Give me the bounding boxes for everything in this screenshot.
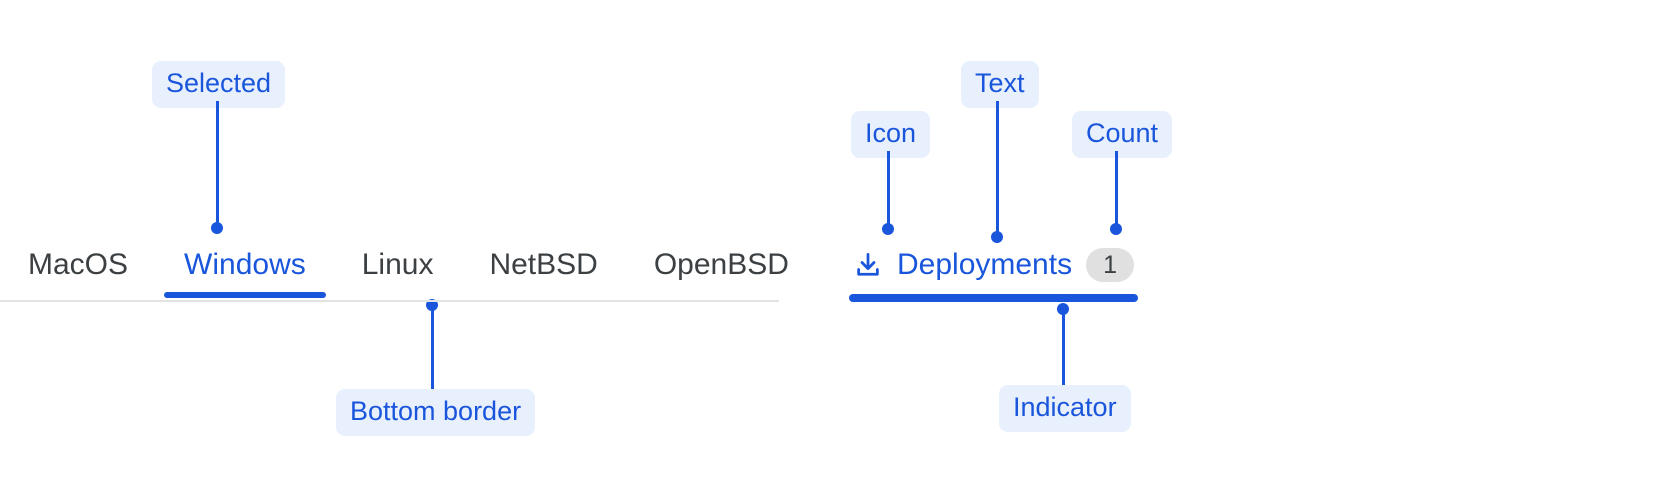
annotation-indicator-label: Indicator [999, 385, 1131, 432]
tab-linux-label: Linux [361, 248, 434, 281]
tab-deployments[interactable]: Deployments 1 [849, 246, 1139, 304]
tab-deployments-label: Deployments [897, 248, 1073, 281]
tab-group-os: MacOS Windows Linux NetBSD OpenBSD [0, 246, 789, 306]
annotation-icon-leader-dot [882, 223, 894, 235]
tab-openbsd-label: OpenBSD [653, 248, 789, 281]
tab-deployments-active-indicator [849, 294, 1139, 302]
annotation-count-label: Count [1072, 111, 1173, 158]
annotation-bottom-border-leader-line [431, 306, 434, 389]
annotation-selected-leader-dot [211, 222, 223, 234]
tab-macos-label: MacOS [28, 248, 129, 281]
annotation-icon-label: Icon [851, 111, 931, 158]
annotation-count-leader-line [1115, 151, 1118, 229]
annotation-indicator-leader-dot [1057, 303, 1069, 315]
tab-deployments-count-badge: 1 [1086, 248, 1135, 282]
tab-netbsd-label: NetBSD [489, 248, 598, 281]
tab-windows-label: Windows [184, 248, 306, 281]
annotation-text-leader-dot [991, 231, 1003, 243]
tab-group-divider [0, 300, 779, 302]
annotation-selected-label: Selected [152, 61, 286, 108]
annotation-bottom-border-label: Bottom border [336, 389, 536, 436]
tab-group-deployments: Deployments 1 [849, 246, 1139, 306]
tab-macos[interactable]: MacOS [0, 246, 156, 302]
annotation-bottom-border-leader-dot [426, 299, 438, 311]
tab-netbsd[interactable]: NetBSD [461, 246, 625, 302]
tab-windows-active-indicator [164, 292, 326, 298]
tab-windows[interactable]: Windows [156, 246, 334, 302]
annotation-count-leader-dot [1110, 223, 1122, 235]
annotation-selected-leader-line [216, 101, 219, 228]
tab-linux[interactable]: Linux [334, 246, 462, 302]
annotation-icon-leader-line [887, 151, 890, 229]
annotation-text-leader-line [996, 101, 999, 238]
tab-list-os: MacOS Windows Linux NetBSD OpenBSD [0, 246, 817, 302]
annotation-indicator-leader-line [1062, 310, 1065, 385]
tab-openbsd[interactable]: OpenBSD [626, 246, 817, 302]
download-icon [853, 250, 883, 280]
annotation-text-label: Text [961, 61, 1039, 108]
